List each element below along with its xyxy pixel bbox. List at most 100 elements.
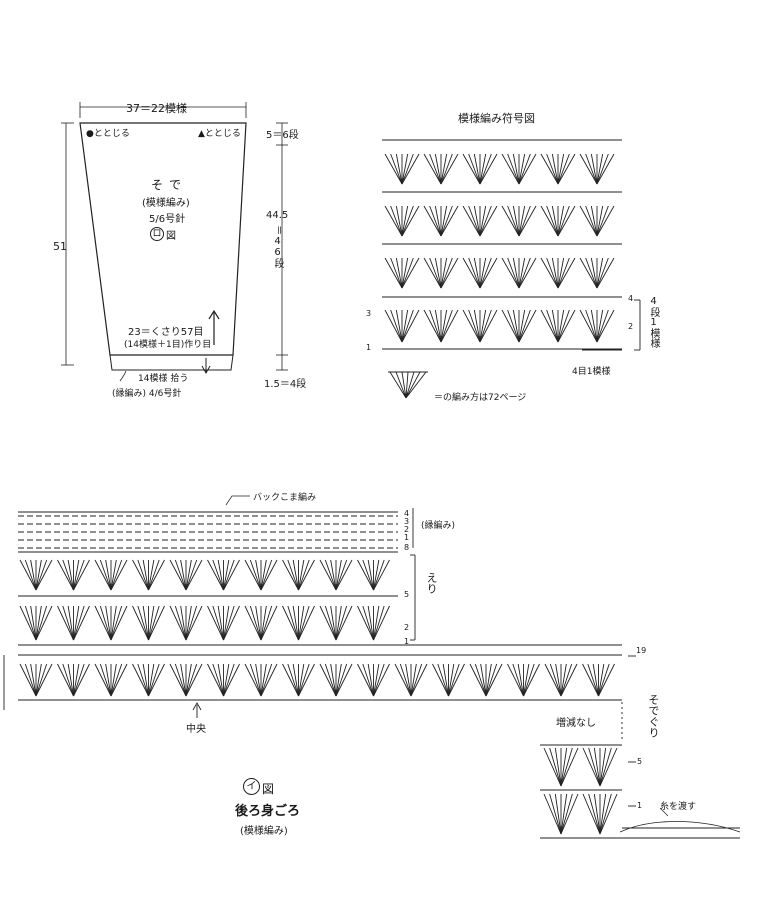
border-row-4: 4 [404, 509, 410, 518]
fan-stitch [401, 205, 414, 237]
pattern-chart-side-rows: 4段1模様 [648, 296, 659, 348]
fan-stitch [462, 205, 481, 237]
fan-stitch [67, 663, 74, 697]
fan-stitch [598, 663, 610, 697]
back-figure-ref: 図 [262, 782, 275, 796]
fan-stitch [73, 559, 85, 591]
fan-stitch [448, 663, 455, 697]
fan-stitch [557, 153, 565, 185]
fan-stitch [557, 257, 576, 289]
fan-stitch [394, 663, 412, 697]
fan-stitch [298, 605, 315, 641]
fan-stitch [110, 663, 117, 697]
fan-stitch [384, 309, 403, 343]
fan-stitch [298, 605, 310, 641]
fan-stitch [373, 559, 380, 591]
fan-stitch [518, 205, 537, 237]
fan-stitch [560, 663, 578, 697]
back-post-label: バックこま編み [253, 493, 317, 503]
fan-stitch [335, 559, 342, 591]
pattern-chart-legend: ＝の編み方は72ページ [434, 393, 527, 403]
fan-stitch [423, 153, 442, 185]
fan-stitch [468, 257, 481, 289]
back-body-subtitle: (模様編み) [240, 826, 288, 837]
fan-stitch [523, 663, 540, 697]
fan-stitch [110, 605, 128, 641]
fan-stitch [501, 309, 520, 343]
fan-stitch [319, 605, 337, 641]
fan-stitch [410, 663, 428, 697]
fan-stitch [292, 559, 299, 591]
fan-stitch [35, 605, 42, 641]
sleeve-top-width: 37＝22模様 [126, 102, 187, 115]
fan-stitch [357, 605, 374, 641]
fan-stitch [298, 559, 305, 591]
fan-stitch [282, 663, 299, 697]
border-row-8: 8 [404, 543, 410, 552]
fan-stitch [543, 793, 562, 835]
fan-stitch [440, 309, 448, 343]
fan-stitch [185, 559, 198, 591]
fan-stitch [599, 747, 612, 787]
fan-stitch [362, 605, 374, 641]
fan-stitch [518, 205, 526, 237]
fan-stitch [142, 559, 149, 591]
fan-stitch [148, 605, 155, 641]
sleeve-right-mid-value: 44.5 [266, 210, 289, 221]
fan-stitch [132, 663, 149, 697]
fan-stitch [588, 747, 601, 787]
fan-stitch [592, 663, 599, 697]
fan-stitch [35, 663, 48, 697]
fan-stitch [292, 663, 299, 697]
fan-stitch [373, 605, 380, 641]
fan-stitch [462, 257, 481, 289]
fan-stitch [518, 153, 537, 185]
fan-stitch [401, 153, 409, 185]
fan-stitch [554, 793, 562, 835]
fan-stitch [223, 605, 235, 641]
fan-stitch [185, 605, 198, 641]
fan-stitch [384, 153, 403, 185]
fan-stitch [599, 793, 612, 835]
fan-stitch [73, 663, 90, 697]
fan-stitch [260, 663, 273, 697]
fan-stitch [479, 153, 487, 185]
fan-stitch [148, 559, 155, 591]
fan-stitch [384, 205, 403, 237]
pattern-chart-title: 模様編み符号図 [458, 112, 535, 125]
fan-stitch [501, 257, 520, 289]
fan-stitch [596, 309, 604, 343]
fan-stitch [223, 559, 240, 591]
fan-stitch [429, 153, 442, 185]
fan-stitch [212, 663, 224, 697]
fan-stitch [440, 205, 448, 237]
fan-stitch [148, 605, 165, 641]
fan-stitch [324, 663, 337, 697]
fan-stitch [579, 205, 598, 237]
fan-stitch [395, 153, 403, 185]
sleeve-right-mid-eq: ＝ [272, 225, 283, 235]
fan-stitch [73, 663, 85, 697]
fan-stitch [410, 663, 417, 697]
fan-stitch [362, 663, 374, 697]
fan-stitch [557, 205, 565, 237]
fan-stitch [223, 663, 240, 697]
collar-row-5: 5 [404, 590, 410, 599]
fan-stitch [440, 153, 453, 185]
sleeve-right-mid-rows: 46段 [272, 236, 283, 268]
fan-stitch [24, 605, 37, 641]
fan-stitch [169, 663, 187, 697]
fan-stitch [335, 605, 342, 641]
fan-stitch [367, 559, 374, 591]
fan-stitch [148, 605, 160, 641]
collar-row-2: 2 [404, 623, 410, 632]
fan-stitch [335, 663, 348, 697]
fan-stitch [551, 153, 559, 185]
sleeve-figure-ref: 図 [166, 231, 176, 242]
fan-stitch [373, 663, 380, 697]
fan-stitch [35, 663, 53, 697]
fan-stitch [105, 605, 112, 641]
fan-stitch [560, 747, 568, 787]
fan-stitch [546, 205, 559, 237]
fan-stitch [469, 663, 487, 697]
